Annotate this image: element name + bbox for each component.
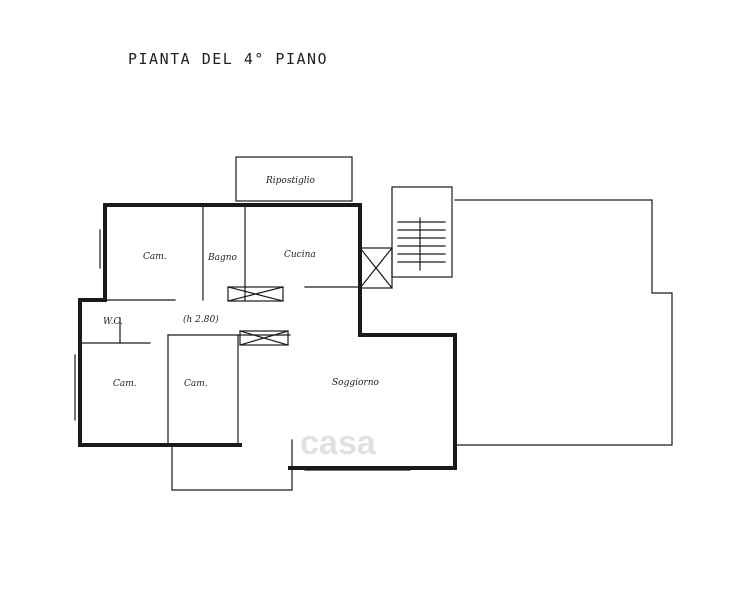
shaft-upper-cross-b [227, 286, 284, 302]
label-cucina: Cucina [284, 250, 316, 260]
label-height-note: (h 2.80) [183, 314, 219, 325]
label-bagno: Bagno [207, 253, 238, 263]
stairwell [391, 186, 453, 278]
plan-title: PIANTA DEL 4° PIANO [128, 50, 329, 68]
south-balcony [171, 439, 293, 491]
watermark-logo: casa [300, 424, 376, 462]
label-cam-left: Cam. [113, 379, 137, 389]
living-outer-wall [288, 283, 457, 470]
shaft-upper [227, 286, 284, 302]
stair-treads [397, 217, 446, 271]
window-marks [74, 229, 411, 471]
label-cam-top: Cam. [143, 252, 167, 262]
label-wc: W.C. [103, 317, 123, 327]
lift-cross-b [359, 247, 393, 289]
label-soggiorno: Soggiorno [332, 378, 380, 388]
west-wall [78, 203, 172, 447]
label-ripostiglio: Ripostiglio [265, 176, 315, 186]
label-cam-mid: Cam. [184, 379, 208, 389]
shaft-lower-cross-b [239, 330, 289, 346]
ripostiglio-outline [235, 156, 353, 202]
shaft-lower [239, 330, 289, 346]
terrace [454, 199, 673, 446]
